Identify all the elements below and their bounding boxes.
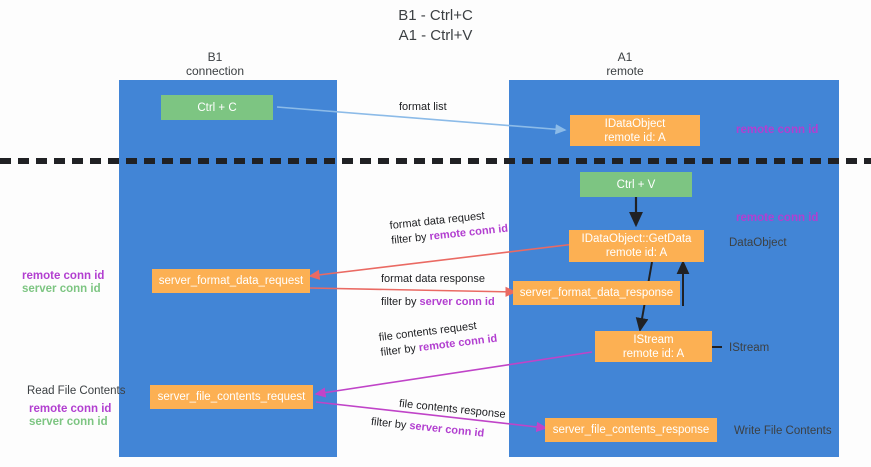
column-header-b1: B1 connection bbox=[155, 50, 275, 78]
annotation-left-remote-conn-id-mid: remote conn id bbox=[22, 270, 105, 282]
node-idataobject-getdata-label: IDataObject::GetData bbox=[581, 233, 692, 245]
annotation-left-server-conn-id-mid: server conn id bbox=[22, 283, 101, 295]
node-server-file-contents-request[interactable]: server_file_contents_request bbox=[150, 385, 313, 409]
node-idataobject-getdata[interactable]: IDataObject::GetData remote id: A bbox=[569, 230, 704, 262]
node-istream-label: IStream bbox=[633, 333, 674, 346]
column-header-b1-name: B1 bbox=[207, 50, 223, 64]
annotation-dataobject: DataObject bbox=[729, 237, 787, 249]
node-idataobject-label: IDataObject bbox=[604, 117, 666, 130]
node-idataobject-remote-id: remote id: A bbox=[604, 131, 666, 144]
column-header-a1: A1 remote bbox=[565, 50, 685, 78]
edge-label-fdres-prefix: filter by bbox=[381, 296, 420, 308]
node-server-format-data-request-label: server_format_data_request bbox=[158, 275, 304, 287]
edge-label-format-data-response-line2: filter by server conn id bbox=[381, 295, 495, 310]
annotation-write-file-contents: Write File Contents bbox=[734, 425, 832, 437]
node-ctrl-v[interactable]: Ctrl + V bbox=[580, 172, 692, 197]
annotation-left-remote-conn-id-bot: remote conn id bbox=[29, 403, 112, 415]
annotation-remote-conn-id-mid: remote conn id bbox=[736, 212, 819, 224]
annotation-istream: IStream bbox=[729, 342, 770, 354]
column-header-b1-sub: connection bbox=[185, 64, 245, 78]
edge-label-fcreq-prefix: filter by bbox=[379, 342, 420, 359]
column-header-a1-name: A1 bbox=[617, 50, 633, 64]
edge-label-format-data-request: format data request filter by remote con… bbox=[389, 207, 509, 249]
node-istream[interactable]: IStream remote id: A bbox=[595, 331, 712, 362]
page-title: B1 - Ctrl+C A1 - Ctrl+V bbox=[398, 7, 473, 44]
column-header-a1-sub: remote bbox=[606, 64, 644, 78]
node-server-format-data-request[interactable]: server_format_data_request bbox=[152, 269, 310, 293]
node-idataobject-getdata-remote-id: remote id: A bbox=[605, 247, 668, 259]
edge-label-fcres-conn-id: server conn id bbox=[408, 419, 485, 440]
edge-label-format-list: format list bbox=[399, 100, 447, 115]
edge-label-format-data-response-line1: format data response bbox=[381, 273, 485, 285]
edge-label-format-list-line1: format list bbox=[399, 101, 447, 113]
edge-label-format-data-response: format data response filter by server co… bbox=[381, 272, 495, 310]
edge-label-fcres-prefix: filter by bbox=[370, 415, 411, 432]
edge-label-fdreq-prefix: filter by bbox=[390, 230, 431, 247]
annotation-left-server-conn-id-bot: server conn id bbox=[29, 416, 108, 428]
annotation-read-file-contents: Read File Contents bbox=[27, 385, 126, 397]
annotation-remote-conn-id-top: remote conn id bbox=[736, 124, 819, 136]
edge-label-file-contents-response: file contents response filter by server … bbox=[370, 394, 506, 444]
node-server-file-contents-request-label: server_file_contents_request bbox=[157, 391, 306, 403]
node-server-file-contents-response-label: server_file_contents_response bbox=[552, 424, 710, 436]
node-server-format-data-response[interactable]: server_format_data_response bbox=[513, 281, 680, 305]
node-idataobject[interactable]: IDataObject remote id: A bbox=[570, 115, 700, 146]
edge-label-fdres-conn-id: server conn id bbox=[419, 296, 495, 308]
node-ctrl-v-label: Ctrl + V bbox=[616, 178, 656, 191]
node-ctrl-c-label: Ctrl + C bbox=[197, 101, 237, 114]
node-istream-remote-id: remote id: A bbox=[622, 347, 685, 360]
node-server-file-contents-response[interactable]: server_file_contents_response bbox=[545, 418, 717, 442]
node-ctrl-c[interactable]: Ctrl + C bbox=[161, 95, 273, 120]
edge-label-file-contents-request: file contents request filter by remote c… bbox=[378, 317, 498, 361]
node-server-format-data-response-label: server_format_data_response bbox=[519, 287, 674, 299]
